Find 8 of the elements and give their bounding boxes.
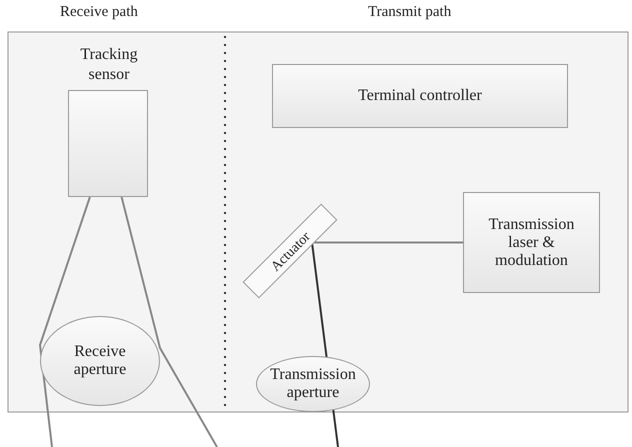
beam-line [312, 242, 463, 244]
controller-box: Terminal controller [272, 64, 568, 128]
beam-line [120, 196, 218, 447]
section-heading: Receive path [60, 4, 138, 21]
section-heading: Transmit path [368, 4, 452, 21]
beam-line [38, 196, 91, 447]
laser-box: Transmission laser & modulation [463, 192, 600, 293]
sensor-label: Tracking sensor [79, 45, 139, 85]
